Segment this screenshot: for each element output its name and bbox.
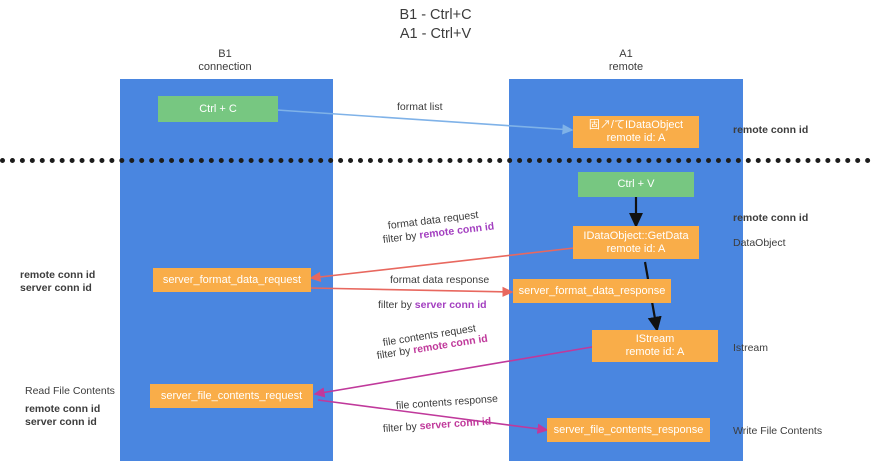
node-getdata-line1: IDataObject::GetData — [583, 229, 689, 242]
label-format-data-response-filter: filter by server conn id — [378, 299, 487, 312]
annotation-read-file-contents: Read File Contents — [25, 385, 115, 397]
label-file-contents-response: file contents response — [395, 392, 499, 412]
node-server-file-contents-request[interactable]: server_file_contents_request — [150, 384, 313, 408]
label-file-contents-response-filter: filter by server conn id — [383, 415, 492, 436]
lane-header-b1: B1 connection — [150, 48, 300, 74]
node-idataobject-line1: 固↗/てIDataObject — [588, 119, 684, 131]
node-idataobject[interactable]: 固↗/てIDataObject remote id: A — [573, 116, 699, 148]
lane-header-a1: A1 remote — [551, 48, 701, 74]
filter-key-server-conn-id-2: server conn id — [419, 415, 492, 433]
annotation-left-remote-conn-id: remote conn id — [20, 269, 96, 281]
label-format-data-response: format data response — [390, 274, 490, 286]
node-idataobject-line2: remote id: A — [606, 132, 666, 144]
node-server-format-data-response[interactable]: server_format_data_response — [513, 279, 671, 303]
phase-divider — [0, 158, 871, 163]
node-idataobject-getdata[interactable]: IDataObject::GetData remote id: A — [573, 226, 699, 259]
annotation-dataobject: DataObject — [733, 237, 786, 249]
filter-prefix-4: filter by — [382, 420, 421, 435]
annotation-left-server-conn-id-2: server conn id — [25, 416, 97, 428]
filter-prefix-3: filter by — [375, 344, 415, 362]
diagram-title: B1 - Ctrl+C A1 - Ctrl+V — [0, 6, 871, 44]
annotation-left-remote-conn-id-2: remote conn id — [25, 403, 101, 415]
annotation-left-server-conn-id: server conn id — [20, 282, 92, 294]
node-ctrl-c[interactable]: Ctrl + C — [158, 96, 278, 122]
annotation-istream: Istream — [733, 342, 769, 354]
node-istream[interactable]: IStream remote id: A — [592, 330, 718, 362]
annotation-write-file-contents: Write File Contents — [733, 425, 823, 437]
annotation-right-remote-conn-id-mid: remote conn id — [733, 212, 809, 224]
node-istream-line1: IStream — [635, 333, 675, 345]
node-server-file-contents-response[interactable]: server_file_contents_response — [547, 418, 710, 442]
filter-key-server-conn-id-1: server conn id — [414, 299, 487, 311]
lane-b1-sub: connection — [198, 61, 252, 73]
node-getdata-line2: remote id: A — [606, 242, 666, 255]
title-line-2: A1 - Ctrl+V — [399, 26, 472, 42]
filter-prefix-2: filter by — [378, 299, 415, 311]
lane-b1-name: B1 — [218, 48, 232, 60]
node-istream-line2: remote id: A — [625, 346, 685, 358]
node-ctrl-v[interactable]: Ctrl + V — [578, 172, 694, 197]
lane-a1-name: A1 — [619, 48, 633, 60]
title-line-1: B1 - Ctrl+C — [399, 7, 472, 23]
label-format-list: format list — [397, 101, 443, 113]
annotation-right-remote-conn-id-top: remote conn id — [733, 124, 809, 136]
lane-a1-sub: remote — [608, 61, 644, 73]
edge-format-data-response — [310, 286, 514, 297]
node-server-format-data-request[interactable]: server_format_data_request — [153, 268, 311, 292]
